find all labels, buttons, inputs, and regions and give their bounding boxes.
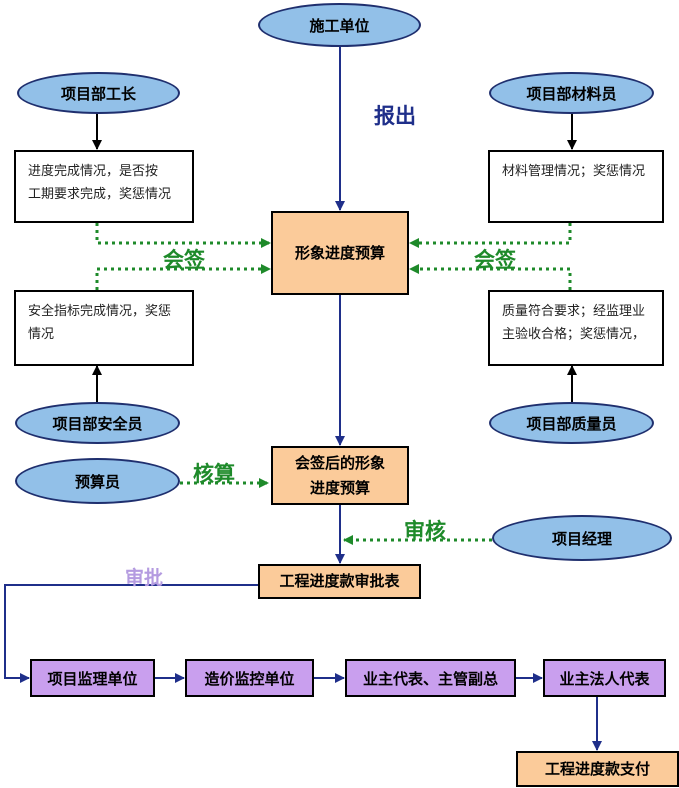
quality-note-line1: 质量符合要求；经监理业 — [502, 304, 646, 319]
foreman-note: 进度完成情况，是否按 工期要求完成，奖惩情况 — [14, 150, 194, 223]
verify-label: 核算 — [193, 462, 235, 486]
dotted-safety-countersign — [95, 264, 271, 290]
legal-rep-node: 业主法人代表 — [543, 659, 666, 697]
safety-note-line1: 安全指标完成情况，奖惩 — [28, 304, 172, 319]
image-progress-budget-node: 形象进度预算 — [271, 211, 409, 295]
approval-form-node: 工程进度款审批表 — [258, 564, 421, 599]
quality-note: 质量符合要求；经监理业 主验收合格；奖惩情况， — [488, 290, 664, 366]
signed-budget-line1: 会签后的形象 — [294, 453, 385, 472]
safety-note: 安全指标完成情况，奖惩 情况 — [14, 290, 194, 366]
review-label: 审核 — [404, 519, 446, 543]
budgeter-node: 预算员 — [15, 458, 180, 504]
foreman-node: 项目部工长 — [17, 72, 180, 114]
quality-note-line2: 主验收合格；奖惩情况， — [502, 327, 646, 342]
construction-unit-node: 施工单位 — [258, 3, 421, 47]
quality-officer-node: 项目部质量员 — [489, 402, 654, 444]
foreman-note-line2: 工期要求完成，奖惩情况 — [28, 187, 172, 202]
report-label: 报出 — [374, 104, 416, 128]
supervision-unit-node: 项目监理单位 — [30, 659, 155, 697]
countersign-label-right: 会签 — [474, 248, 516, 272]
dotted-quality-countersign — [409, 264, 572, 290]
approve-label: 审批 — [125, 567, 164, 589]
signed-budget-line2: 进度预算 — [309, 478, 370, 497]
material-officer-node: 项目部材料员 — [489, 72, 654, 114]
project-manager-node: 项目经理 — [492, 515, 672, 561]
cost-supervision-node: 造价监控单位 — [185, 659, 314, 697]
material-note-line1: 材料管理情况；奖惩情况 — [502, 164, 646, 179]
material-note: 材料管理情况；奖惩情况 — [488, 150, 664, 223]
safety-note-line2: 情况 — [28, 327, 55, 342]
owner-rep-node: 业主代表、主管副总 — [345, 659, 516, 697]
signed-budget-node: 会签后的形象 进度预算 — [271, 446, 409, 505]
payment-node: 工程进度款支付 — [516, 751, 679, 787]
dotted-foreman-countersign — [95, 223, 271, 248]
arrow-form-to-supervision — [4, 584, 258, 683]
safety-officer-node: 项目部安全员 — [15, 402, 180, 444]
countersign-label-left: 会签 — [163, 248, 205, 272]
dotted-material-countersign — [409, 223, 572, 248]
foreman-note-line1: 进度完成情况，是否按 — [28, 164, 159, 179]
